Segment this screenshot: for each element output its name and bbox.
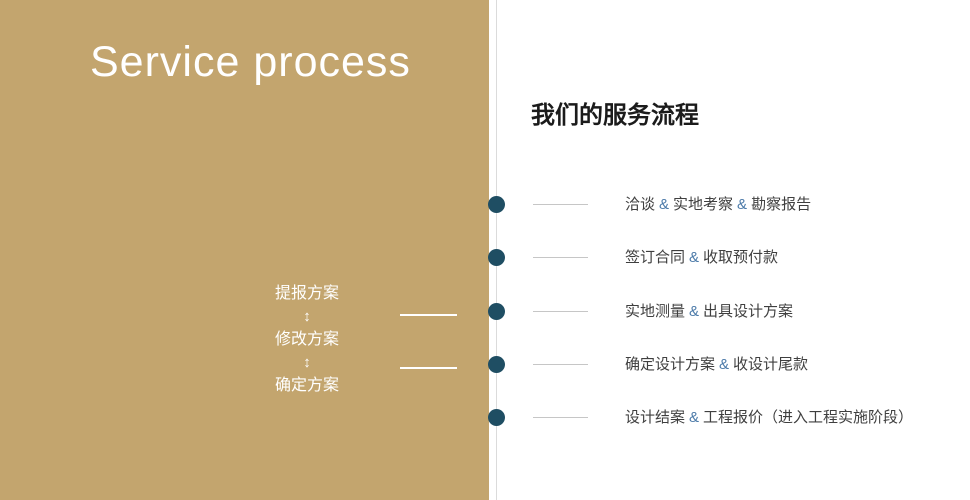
left-tan-panel	[0, 0, 489, 500]
plan-cycle-block: 提报方案 ↕ 修改方案 ↕ 确定方案	[247, 283, 367, 396]
step-tick-line	[533, 257, 588, 258]
step-tick-line	[533, 311, 588, 312]
step-text: 实地测量&出具设计方案	[625, 303, 794, 320]
plan-label-revise: 修改方案	[274, 331, 339, 348]
step-text: 洽谈&实地考察&勘察报告	[625, 196, 812, 213]
up-down-arrow-icon: ↕	[303, 308, 311, 325]
step-text: 签订合同&收取预付款	[625, 249, 779, 266]
up-down-arrow-icon: ↕	[303, 354, 311, 371]
timeline-dot-icon	[488, 356, 505, 373]
plan-label-confirm: 确定方案	[274, 377, 339, 394]
timeline-dot-icon	[488, 249, 505, 266]
step-text: 确定设计方案&收设计尾款	[625, 356, 809, 373]
connector-line-top	[400, 314, 457, 316]
step-tick-line	[533, 204, 588, 205]
step-tick-line	[533, 417, 588, 418]
step-tick-line	[533, 364, 588, 365]
connector-line-bottom	[400, 367, 457, 369]
step-text: 设计结案&工程报价（进入工程实施阶段）	[625, 409, 914, 426]
plan-label-submit: 提报方案	[274, 285, 339, 302]
timeline-dot-icon	[488, 409, 505, 426]
page-title: Service process	[90, 38, 411, 86]
timeline-dot-icon	[488, 196, 505, 213]
section-heading: 我们的服务流程	[531, 102, 699, 129]
timeline-dot-icon	[488, 303, 505, 320]
